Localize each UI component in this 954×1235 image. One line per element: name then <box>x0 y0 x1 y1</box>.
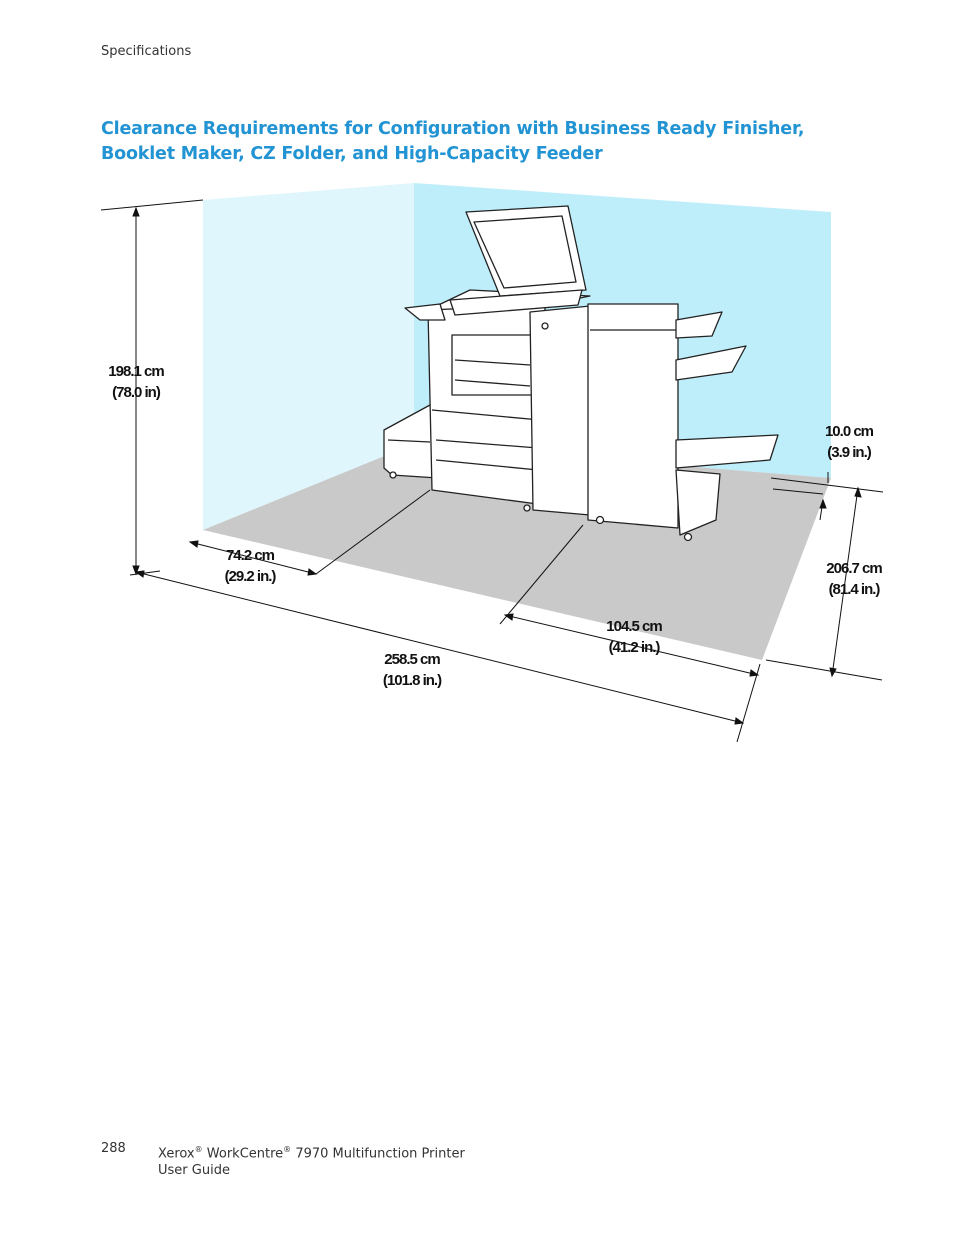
dimension-width: 258.5 cm(101.8 in.) <box>382 651 442 689</box>
footer-doc: User Guide <box>158 1163 230 1179</box>
dimension-lines <box>100 199 884 743</box>
side-wall <box>203 183 414 530</box>
section-title: Clearance Requirements for Configuration… <box>101 119 805 164</box>
running-header: Specifications <box>101 44 192 59</box>
printer-illustration <box>383 205 779 542</box>
dimension-right-front: 104.5 cm(41.2 in.) <box>606 618 662 656</box>
dimension-height: 198.1 cm(78.0 in) <box>108 363 164 401</box>
dimension-depth: 206.7 cm(81.4 in.) <box>826 560 882 598</box>
footer-brand: Xerox <box>158 1146 195 1162</box>
footer-model: 7970 Multifunction Printer <box>295 1146 465 1162</box>
dimension-rear: 10.0 cm(3.9 in.) <box>824 423 874 461</box>
footer-product-name: WorkCentre <box>206 1146 284 1162</box>
footer-product: Xerox® WorkCentre® 7970 Multifunction Pr… <box>158 1145 465 1179</box>
page-number: 288 <box>101 1141 126 1156</box>
dimension-front: 74.2 cm(29.2 in.) <box>224 547 277 585</box>
